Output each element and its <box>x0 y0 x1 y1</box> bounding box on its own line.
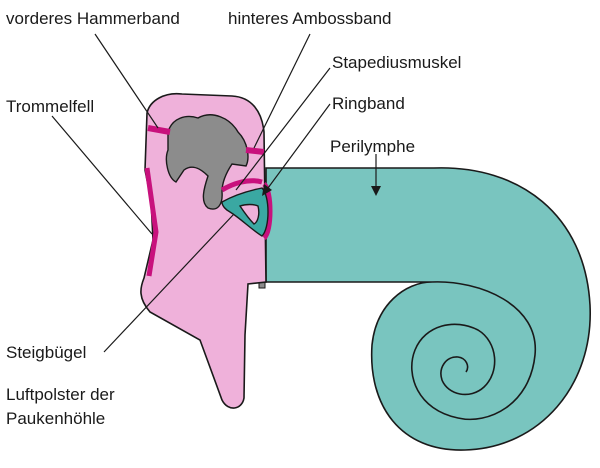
stapediusmuskel-band <box>220 178 263 193</box>
leader-ringband <box>267 103 331 189</box>
hinteres-ambossband-band <box>245 147 265 155</box>
ossicle-chain <box>165 114 249 210</box>
label-stapediusmuskel: Stapediusmuskel <box>332 53 462 72</box>
label-ringband: Ringband <box>332 94 405 113</box>
cochlea <box>265 167 591 451</box>
arrowheads <box>262 184 381 196</box>
cochlea-spiral <box>411 281 536 421</box>
leader-lines <box>51 33 377 353</box>
label-steigbuegel: Steigbügel <box>6 343 87 362</box>
arrowhead-perilymphe <box>371 186 381 196</box>
stapes <box>221 187 269 237</box>
label-perilymphe: Perilymphe <box>330 137 416 156</box>
trommelfell-membrane <box>144 167 159 277</box>
arrowhead-ringband <box>262 184 272 196</box>
label-luftpolster-line2: Paukenhöhle <box>6 409 106 428</box>
leader-trommelfell <box>51 115 153 235</box>
label-trommelfell: Trommelfell <box>6 97 95 116</box>
label-luftpolster-line1: Luftpolster der <box>6 385 115 404</box>
cochlea-body <box>265 167 591 451</box>
label-hinteres-ambossband: hinteres Ambossband <box>228 9 392 28</box>
vorderes-hammerband-band <box>147 125 171 135</box>
label-vorderes-hammerband: vorderes Hammerband <box>6 9 180 28</box>
leader-steigbuegel <box>103 213 235 353</box>
leader-stapediusmuskel <box>235 67 331 191</box>
leader-vorderes-hammerband <box>94 33 159 129</box>
leader-hinteres-ambossband <box>253 33 311 149</box>
